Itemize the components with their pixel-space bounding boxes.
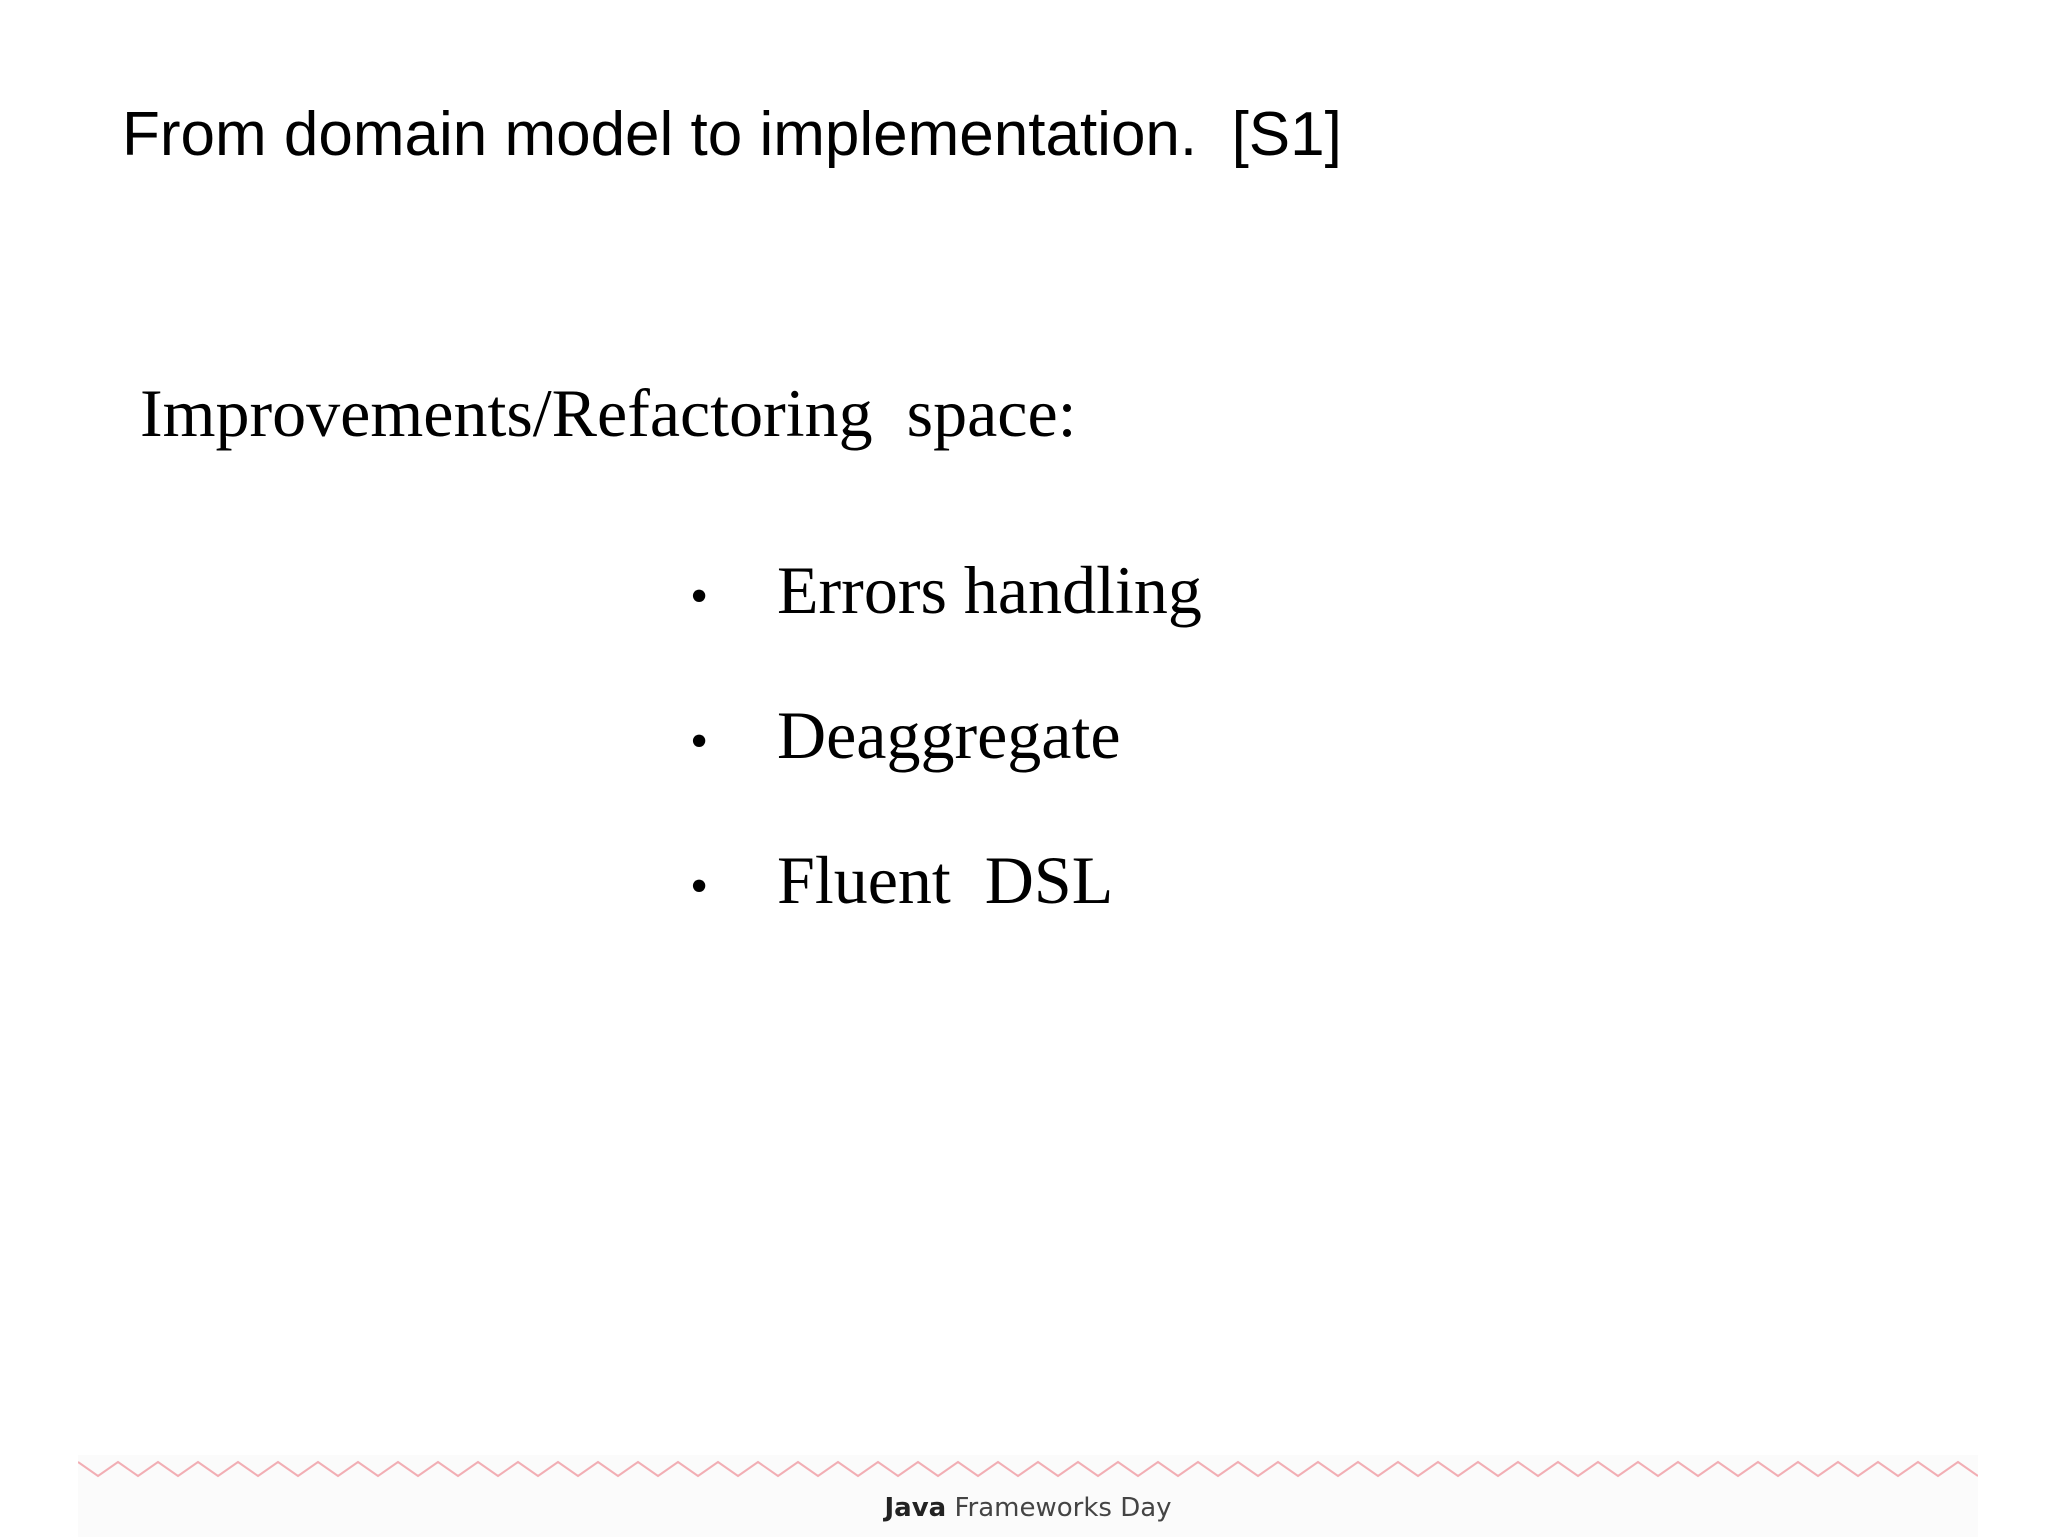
slide-subtitle: Improvements/Refactoring space: [140,375,1077,451]
list-item: • Fluent DSL [690,840,1202,985]
footer: Java Frameworks Day [78,1455,1978,1537]
bullet-list: • Errors handling • Deaggregate • Fluent… [690,550,1202,985]
list-item: • Deaggregate [690,695,1202,840]
bullet-icon: • [690,568,709,625]
bullet-text: Errors handling [777,552,1202,628]
list-item: • Errors handling [690,550,1202,695]
bullet-text: Deaggregate [777,697,1121,773]
slide-title: From domain model to implementation. [S1… [122,100,1342,169]
bullet-icon: • [690,858,709,915]
bullet-text: Fluent DSL [777,842,1114,918]
footer-logo-text: Frameworks Day [946,1493,1172,1523]
footer-logo-strong: Java [884,1493,947,1523]
footer-logo: Java Frameworks Day [78,1493,1978,1523]
footer-wave-divider-icon [78,1460,1978,1478]
bullet-icon: • [690,713,709,770]
